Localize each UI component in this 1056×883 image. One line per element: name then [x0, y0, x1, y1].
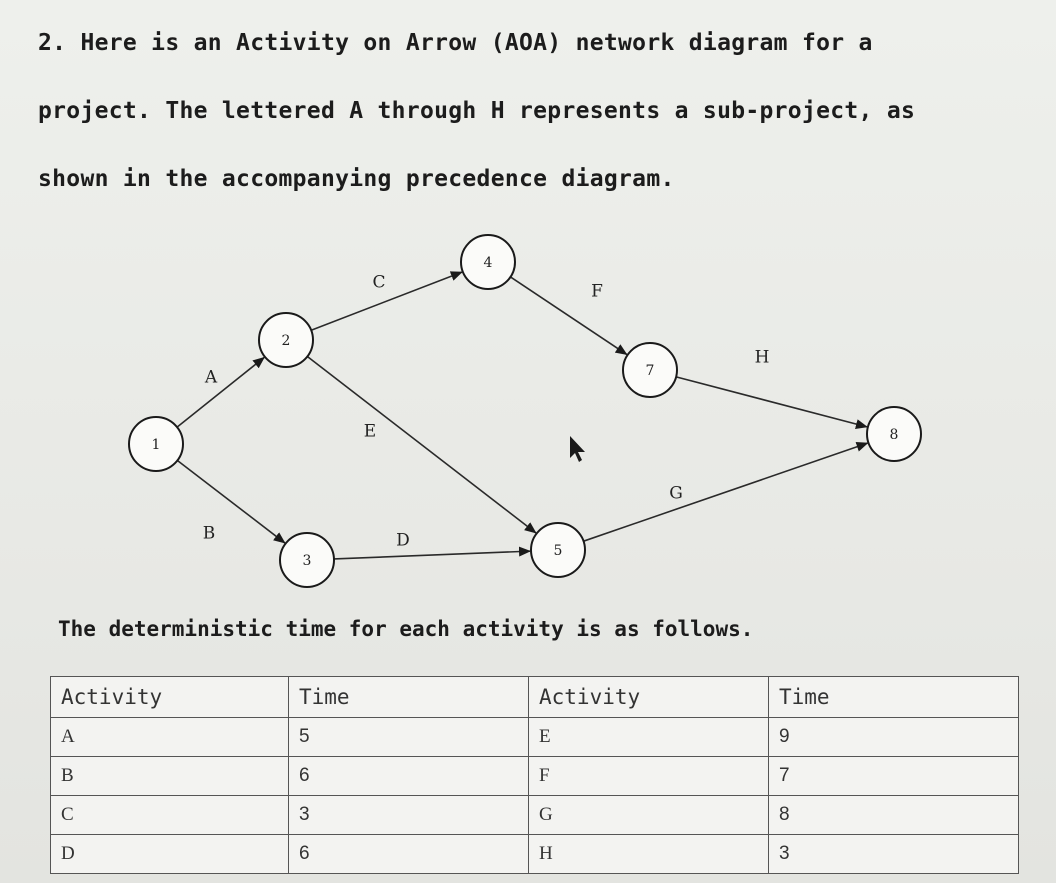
time-cell: 8 [768, 795, 1019, 835]
edge-label-d: D [396, 531, 410, 551]
edge-label-c: C [372, 273, 385, 293]
node-circle [866, 406, 922, 462]
header-activity-1: Activity [50, 676, 289, 718]
edge-label-f: F [591, 282, 603, 302]
node-circle [258, 312, 314, 368]
edge-f-arrow [510, 276, 628, 356]
activity-cell: G [528, 795, 769, 835]
node-label: 8 [890, 427, 899, 443]
activity-cell: D [50, 834, 289, 874]
time-cell: 7 [768, 756, 1019, 796]
node-circle [622, 342, 678, 398]
node-circle [279, 532, 335, 588]
activity-cell: B [50, 756, 289, 796]
node-label: 5 [554, 543, 563, 559]
node-label: 2 [282, 333, 291, 349]
edge-label-g: G [669, 484, 683, 504]
node-1: 1 [128, 416, 184, 472]
edge-b-arrow [176, 459, 286, 544]
activity-cell: A [50, 717, 289, 757]
edge-label-e: E [364, 422, 376, 442]
header-time-2: Time [768, 676, 1019, 718]
node-label: 3 [303, 553, 312, 569]
node-2: 2 [258, 312, 314, 368]
mouse-pointer-icon [570, 436, 585, 462]
node-7: 7 [622, 342, 678, 398]
header-time-1: Time [288, 676, 529, 718]
question-text-line-3: shown in the accompanying precedence dia… [38, 166, 675, 192]
node-label: 1 [152, 437, 161, 453]
edge-e-arrow [306, 355, 537, 534]
node-circle [460, 234, 516, 290]
activity-cell: E [528, 717, 769, 757]
node-label: 4 [484, 255, 493, 271]
edge-g-arrow [583, 442, 869, 542]
edge-d-arrow [333, 546, 532, 560]
activity-cell: C [50, 795, 289, 835]
edge-a-arrow [176, 356, 265, 428]
table-caption: The deterministic time for each activity… [58, 617, 754, 641]
time-cell: 3 [768, 834, 1019, 874]
activity-cell: F [528, 756, 769, 796]
node-5: 5 [530, 522, 586, 578]
header-activity-2: Activity [528, 676, 769, 718]
node-circle [128, 416, 184, 472]
question-text-line-1: 2. Here is an Activity on Arrow (AOA) ne… [38, 30, 873, 56]
edge-c-arrow [310, 271, 463, 332]
time-cell: 9 [768, 717, 1019, 757]
activity-cell: H [528, 834, 769, 874]
edge-label-a: A [204, 368, 218, 388]
node-8: 8 [866, 406, 922, 462]
table-header-row: Activity Time Activity Time [50, 676, 1019, 718]
node-3: 3 [279, 532, 335, 588]
time-cell: 3 [288, 795, 529, 835]
time-cell: 6 [288, 756, 529, 796]
edge-label-b: B [203, 524, 216, 544]
node-label: 7 [646, 363, 655, 379]
time-cell: 5 [288, 717, 529, 757]
node-4: 4 [460, 234, 516, 290]
edge-h-arrow [675, 376, 868, 429]
time-cell: 6 [288, 834, 529, 874]
node-circle [530, 522, 586, 578]
edge-label-h: H [755, 348, 770, 368]
question-text-line-2: project. The lettered A through H repres… [38, 98, 916, 124]
